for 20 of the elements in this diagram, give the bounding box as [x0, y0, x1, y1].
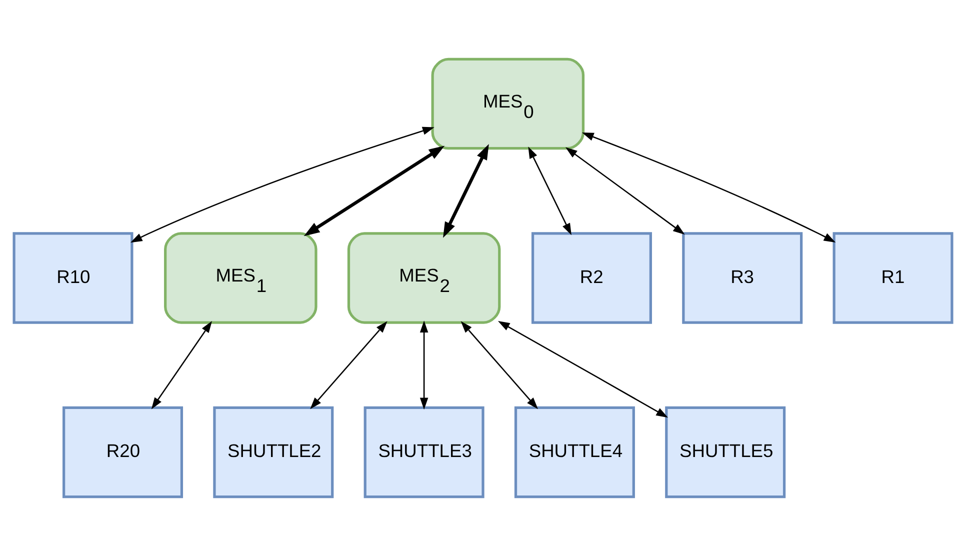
arrow	[565, 147, 685, 235]
arrow	[460, 321, 538, 410]
arrow	[443, 144, 489, 238]
arrow	[310, 321, 388, 410]
arrow	[528, 146, 572, 236]
node-box: R20	[62, 406, 184, 498]
node-box: SHUTTLE3	[364, 406, 484, 498]
arrow	[151, 320, 212, 410]
node-box: R1	[832, 232, 954, 324]
node-box: R10	[12, 232, 134, 324]
arrow	[420, 320, 428, 410]
arrow	[582, 132, 836, 242]
arrow	[498, 320, 668, 418]
node-box: R2	[531, 232, 652, 324]
node-box: SHUTTLE5	[665, 406, 786, 498]
node-box: SHUTTLE2	[213, 406, 334, 498]
node-box: R3	[682, 232, 803, 324]
node-box: SHUTTLE4	[514, 406, 635, 498]
arrow	[304, 146, 445, 236]
arrow	[130, 126, 434, 243]
